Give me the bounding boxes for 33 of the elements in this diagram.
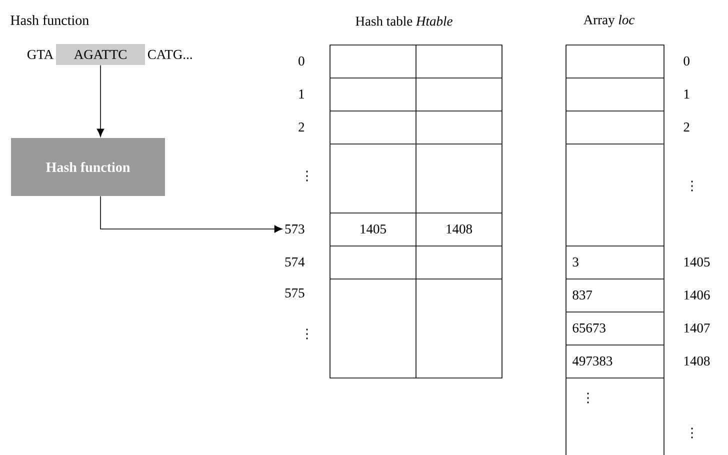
array-index: 1405 — [684, 257, 710, 267]
arrow — [100, 196, 282, 233]
table-cell: 1405 — [360, 224, 386, 234]
array-index: 1 — [684, 90, 690, 98]
array-cell: 65673 — [572, 323, 606, 333]
array-cell: 837 — [572, 290, 592, 300]
ellipsis: ⋮ — [691, 428, 693, 438]
highlighted-sequence: AGATTC — [56, 44, 145, 65]
array-index: 2 — [684, 122, 690, 132]
array-index: 0 — [684, 56, 690, 66]
array-index: 1408 — [684, 356, 710, 366]
sequence-text: GTA — [27, 50, 54, 60]
process-box: Hash function — [11, 138, 165, 196]
array-index: 1407 — [684, 323, 710, 333]
row-index: 575 — [285, 288, 304, 298]
table-cell: 1408 — [446, 224, 472, 234]
row-index: 2 — [298, 122, 304, 132]
array-cell: 3 — [572, 257, 578, 267]
ellipsis: ⋮ — [306, 328, 308, 340]
array-index: 1406 — [684, 290, 710, 300]
row-index: 0 — [298, 56, 304, 66]
sequence-text: CATG... — [148, 50, 192, 60]
table-heading: Hash table Htable — [356, 16, 452, 26]
ellipsis: ⋮ — [691, 180, 693, 192]
ellipsis: ⋮ — [587, 392, 589, 404]
row-index: 1 — [299, 90, 304, 98]
arrow — [96, 64, 104, 137]
ellipsis: ⋮ — [306, 170, 308, 182]
row-index: 573 — [285, 224, 304, 234]
title: Hash function — [10, 15, 89, 25]
array-cell: 497383 — [572, 356, 612, 366]
row-index: 574 — [285, 258, 305, 266]
table-heading: Array loc — [583, 14, 635, 28]
